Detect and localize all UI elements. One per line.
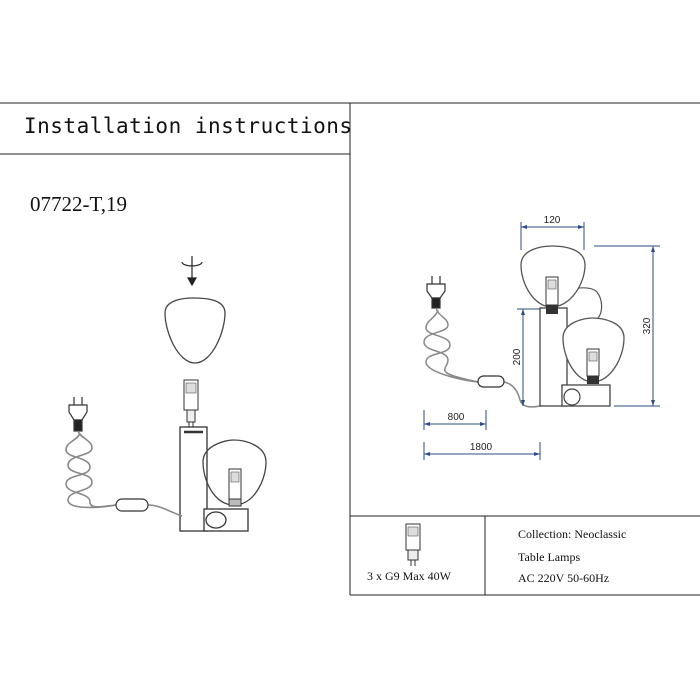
- power-cord-right: [423, 307, 541, 408]
- category-label: Table Lamps: [518, 550, 581, 564]
- dimension-arrows: [424, 225, 655, 456]
- page-title: Installation instructions: [24, 114, 353, 138]
- dimension-lines: [423, 222, 660, 460]
- dim-height-total: 320: [642, 317, 653, 334]
- bulb-spec-label: 3 x G9 Max 40W: [367, 569, 451, 583]
- cord-switch-right: [477, 375, 505, 388]
- dim-height-tall: 200: [512, 348, 523, 365]
- collection-label: Collection: Neoclassic: [518, 527, 627, 541]
- g9-bulb-icon: [183, 379, 199, 428]
- plug-icon-right: [426, 276, 446, 309]
- glass-shade-icon: [164, 297, 226, 364]
- power-cord: [65, 430, 183, 517]
- power-label: AC 220V 50-60Hz: [518, 571, 610, 585]
- mounted-shade: [202, 439, 267, 507]
- rotate-icon: [181, 256, 203, 287]
- lamp-elevation: [520, 245, 625, 407]
- lamp-base-column: [179, 426, 249, 532]
- dim-cord-switch: 800: [448, 412, 465, 423]
- model-number: 07722-T,19: [30, 192, 128, 216]
- dim-cord-total: 1800: [470, 442, 493, 453]
- g9-bulb-spec-icon: [405, 523, 421, 566]
- dim-width-top: 120: [544, 215, 561, 226]
- sheet-frame: [0, 102, 700, 596]
- cord-switch: [115, 498, 149, 512]
- plug-icon: [68, 397, 88, 432]
